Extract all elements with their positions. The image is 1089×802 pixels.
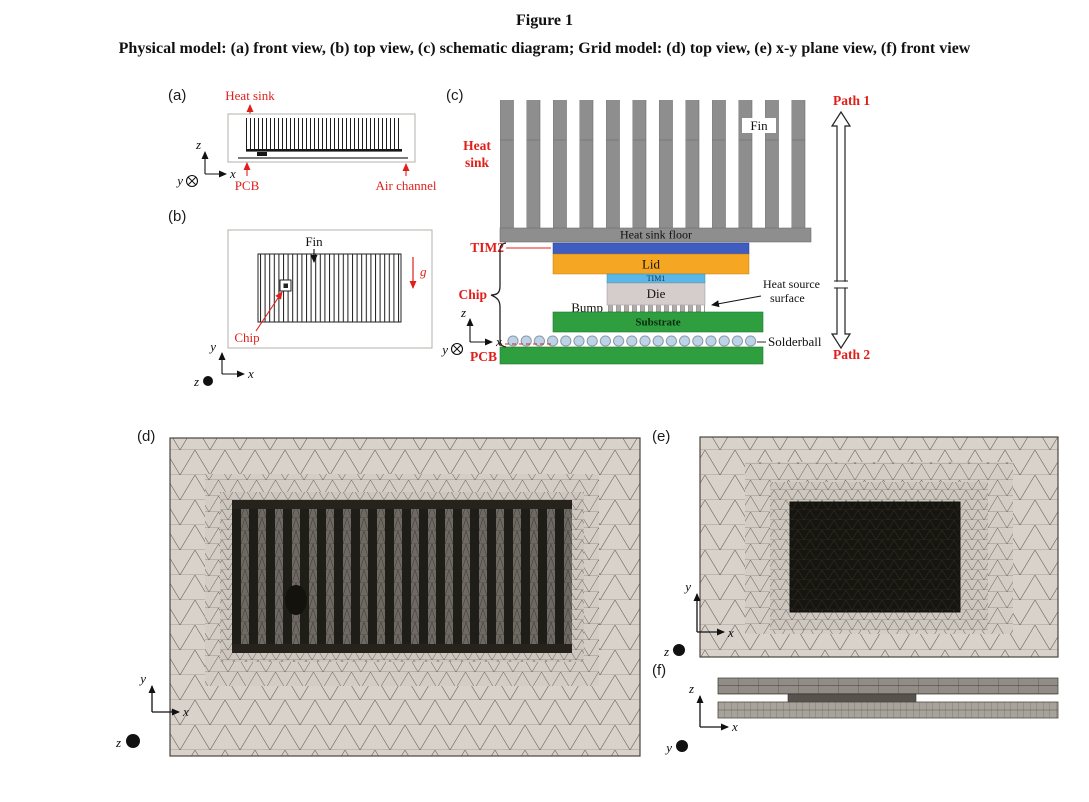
panel-b-top-view: (b) Fin g Chip y x z xyxy=(168,208,433,389)
axis-out-of-page-icon xyxy=(673,644,685,656)
panel-c-letter: (c) xyxy=(446,87,464,104)
heat-source-label-line1: Heat source xyxy=(763,277,820,291)
axis-depth-label: z xyxy=(663,644,669,659)
panel-d-grid-top-view: (d) y x z xyxy=(115,428,641,757)
axis-up-label: z xyxy=(688,681,694,696)
panel-f-grid-front-view: (f) z x y xyxy=(652,662,1059,755)
figure-title: Figure 1 xyxy=(515,12,574,29)
solderball-row xyxy=(506,334,758,348)
axis-right-label: x xyxy=(247,366,254,381)
heat-sink-label: Heat sink xyxy=(225,88,275,103)
axis-right-label: x xyxy=(182,704,189,719)
panel-a-letter: (a) xyxy=(168,87,186,104)
chip-grid-square xyxy=(789,501,961,613)
tim2-layer xyxy=(552,242,750,255)
panel-f-letter: (f) xyxy=(652,662,666,679)
heat-source-label-line2: surface xyxy=(770,291,805,305)
axes-c: z x y xyxy=(440,305,502,357)
axis-depth-label: y xyxy=(175,173,183,188)
axes-a: z x y xyxy=(175,137,236,188)
heatsink-floor xyxy=(499,227,812,243)
gravity-label: g xyxy=(420,264,427,279)
axis-out-of-page-icon xyxy=(203,376,213,386)
heat-source-arrow xyxy=(711,295,762,308)
axis-up-label: y xyxy=(683,579,691,594)
air-channel-label: Air channel xyxy=(375,178,436,193)
chip-top-core xyxy=(283,283,288,288)
figure-caption: Physical model: (a) front view, (b) top … xyxy=(118,40,971,57)
fin-grid-dense-band-bottom xyxy=(232,644,572,653)
panel-a-front-view: (a) Heat sink PCB Air channel z x xyxy=(168,87,437,193)
axis-right-label: x xyxy=(495,334,502,349)
path-1-label: Path 1 xyxy=(833,93,870,108)
pcb-grid-layer xyxy=(717,701,1059,719)
substrate-label: Substrate xyxy=(635,317,680,329)
pcb-layer xyxy=(499,346,764,365)
heatsink-grid-layer xyxy=(717,677,1059,695)
axis-up-label: z xyxy=(460,305,466,320)
substrate-layer xyxy=(552,311,764,333)
lid-label: Lid xyxy=(642,257,661,272)
fin-grid-region xyxy=(232,505,572,648)
chip-front xyxy=(257,152,267,156)
pcb-label-c: PCB xyxy=(470,349,497,364)
axes-e: y x z xyxy=(663,579,734,659)
tim2-label: TIM2 xyxy=(470,240,504,255)
panel-d-letter: (d) xyxy=(137,428,155,445)
axes-d: y x z xyxy=(115,671,189,750)
axis-depth-label: z xyxy=(115,735,121,750)
path-2-label: Path 2 xyxy=(833,347,870,362)
panel-c-schematic: (c) Fin Heat sink floor Heat sink TIM2 L… xyxy=(440,87,870,365)
axis-into-page-icon xyxy=(185,174,199,188)
axes-b: y x z xyxy=(193,339,254,389)
panel-b-letter: (b) xyxy=(168,208,186,225)
axis-out-of-page-icon xyxy=(126,734,140,748)
panel-e-letter: (e) xyxy=(652,428,670,445)
die-label: Die xyxy=(647,286,666,301)
heatsink-fins-front xyxy=(246,118,402,149)
fin-label-c: Fin xyxy=(750,118,768,133)
chip-arrow xyxy=(255,291,283,332)
axis-up-label: z xyxy=(195,137,201,152)
axis-right-label: x xyxy=(727,625,734,640)
chip-grid-layer xyxy=(787,693,917,703)
die-layer xyxy=(606,282,706,306)
axis-depth-label: y xyxy=(440,342,448,357)
axis-right-label: x xyxy=(731,719,738,734)
heat-sink-label-line1: Heat xyxy=(463,138,491,153)
heatsink-floor-label: Heat sink floor xyxy=(620,228,692,242)
fin-label-b: Fin xyxy=(305,234,323,249)
fin-grid-dense-band-top xyxy=(232,500,572,509)
axes-f: z x y xyxy=(664,681,738,755)
chip-grid-spot xyxy=(285,585,307,615)
path-arrow-break xyxy=(835,281,847,288)
axis-up-label: y xyxy=(138,671,146,686)
chip-brace xyxy=(490,242,507,348)
solderball-label: Solderball xyxy=(768,334,822,349)
heat-sink-label-line2: sink xyxy=(465,155,490,170)
fin-array-top xyxy=(257,253,402,323)
fin-label-bg xyxy=(742,118,776,133)
axis-out-of-page-icon xyxy=(676,740,688,752)
pcb-label-a: PCB xyxy=(235,178,260,193)
axis-depth-label: z xyxy=(193,374,199,389)
figure-header: Figure 1 Physical model: (a) front view,… xyxy=(0,0,1089,58)
heatsink-floor-front xyxy=(246,149,402,152)
chip-label-c: Chip xyxy=(458,287,487,302)
tim1-label: TIM1 xyxy=(647,274,666,283)
bump-row xyxy=(608,305,705,312)
path-double-arrow xyxy=(830,110,852,350)
axis-up-label: y xyxy=(208,339,216,354)
axis-into-page-icon xyxy=(450,342,464,356)
chip-label-b: Chip xyxy=(234,330,259,345)
panel-e-grid-xy-view: (e) y x z xyxy=(652,428,1059,659)
bump-label: Bump xyxy=(571,300,603,315)
axis-right-label: x xyxy=(229,166,236,181)
path-indicator: Path 1 Path 2 xyxy=(830,93,870,362)
axis-depth-label: y xyxy=(664,740,672,755)
